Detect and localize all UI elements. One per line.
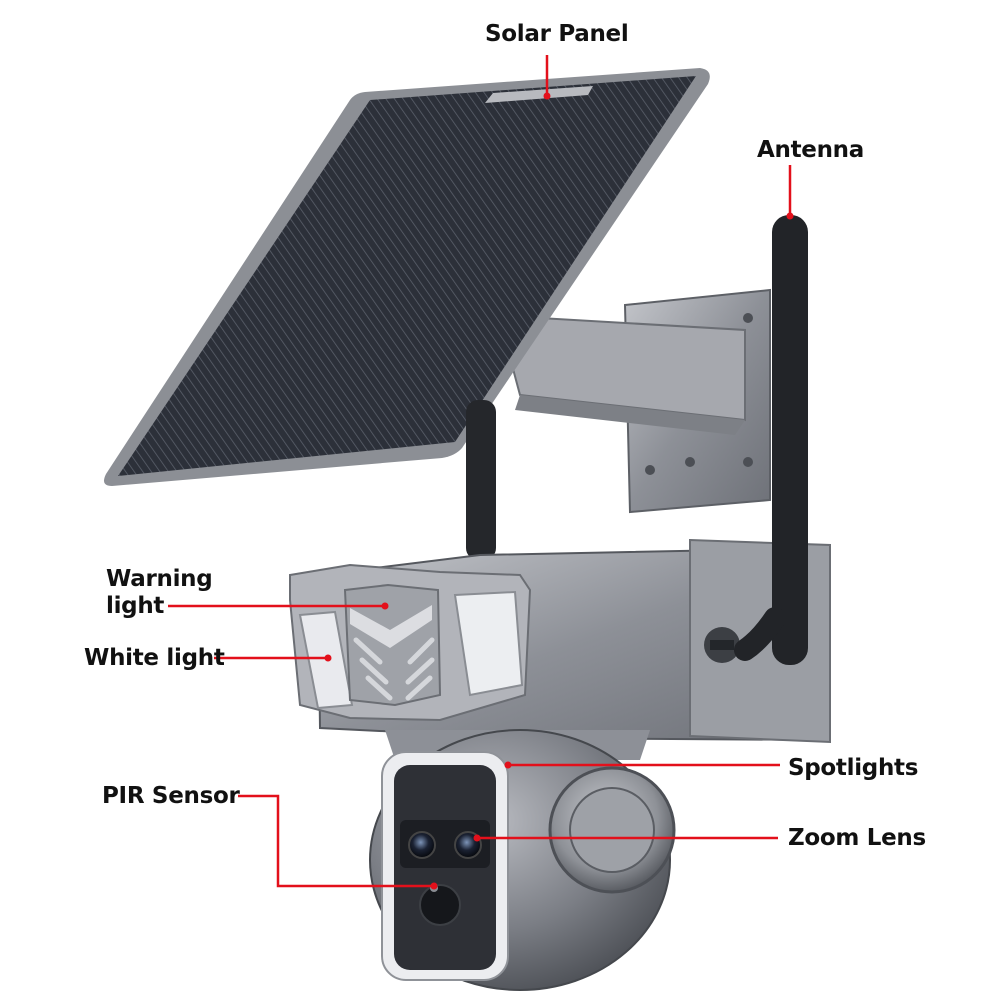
warning-light-label-line2: light: [106, 593, 165, 619]
spotlights-label: Spotlights: [788, 755, 919, 781]
solar-panel: [104, 68, 710, 486]
front-antenna: [734, 215, 808, 665]
callout-dots: [324, 92, 794, 890]
pir-sensor-label: PIR Sensor: [102, 783, 240, 809]
callout-lines: [168, 55, 792, 888]
rear-antenna: [466, 400, 496, 560]
solar-panel-label: Solar Panel: [485, 21, 629, 47]
antenna-label: Antenna: [757, 137, 864, 163]
warning-light-label-line1: Warning: [106, 566, 213, 592]
ptz-head: [369, 729, 676, 991]
zoom-lens-label: Zoom Lens: [788, 825, 926, 851]
wall-bracket: [506, 288, 771, 514]
pir-sensor-callout: [238, 794, 434, 888]
white-light-label: White light: [84, 645, 225, 671]
